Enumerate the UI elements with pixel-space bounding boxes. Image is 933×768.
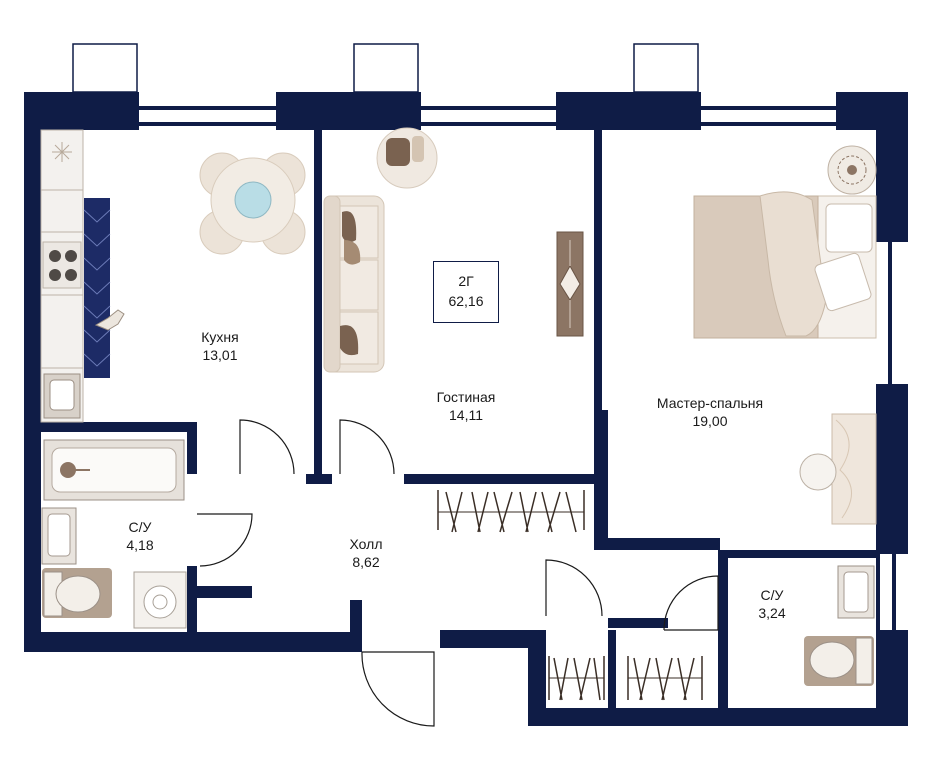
room-area: 3,24 [758, 605, 786, 621]
washing-machine-icon [133, 571, 187, 629]
room-name: Гостиная [436, 389, 496, 405]
sofa-icon [323, 195, 385, 373]
room-label-bathroom-2: С/У 3,24 [732, 586, 812, 622]
plant-icon [827, 145, 877, 195]
room-name: С/У [760, 587, 784, 603]
stove-icon [42, 241, 82, 289]
room-area: 19,00 [692, 413, 728, 429]
apartment-type-badge: 2Г 62,16 [433, 261, 499, 323]
room-area: 8,62 [352, 554, 380, 570]
room-label-bathroom-1: С/У 4,18 [100, 518, 180, 554]
total-area: 62,16 [448, 293, 484, 309]
wardrobe-icon [548, 656, 703, 701]
room-name: Мастер-спальня [656, 395, 764, 411]
room-label-living: Гостиная 14,11 [416, 388, 516, 424]
room-label-master-bedroom: Мастер-спальня 19,00 [640, 394, 780, 430]
walls [24, 92, 908, 726]
room-label-hall: Холл 8,62 [326, 535, 406, 571]
apartment-type: 2Г [458, 273, 474, 289]
armchair-icon [376, 127, 438, 189]
sink-icon [43, 373, 81, 419]
bed-icon [693, 191, 877, 339]
room-name: Холл [349, 536, 383, 552]
sink-icon [837, 565, 875, 619]
fan-icon [52, 142, 72, 162]
room-name: С/У [128, 519, 152, 535]
toilet-icon [42, 568, 112, 618]
toilet-icon [804, 636, 874, 686]
room-area: 13,01 [202, 347, 238, 363]
kitchen-rug [83, 198, 111, 378]
bathtub-icon [43, 439, 185, 501]
room-name: Кухня [201, 329, 239, 345]
cat-icon [94, 309, 125, 331]
room-label-kitchen: Кухня 13,01 [170, 328, 270, 364]
door-icon [197, 419, 719, 727]
dining-table-icon [199, 152, 306, 255]
dresser-icon [799, 413, 877, 525]
wardrobe-icon [437, 490, 585, 533]
sink-icon [41, 507, 77, 565]
window-frames [72, 43, 699, 93]
room-area: 14,11 [449, 407, 483, 423]
room-area: 4,18 [126, 537, 154, 553]
tv-unit-icon [556, 231, 584, 337]
